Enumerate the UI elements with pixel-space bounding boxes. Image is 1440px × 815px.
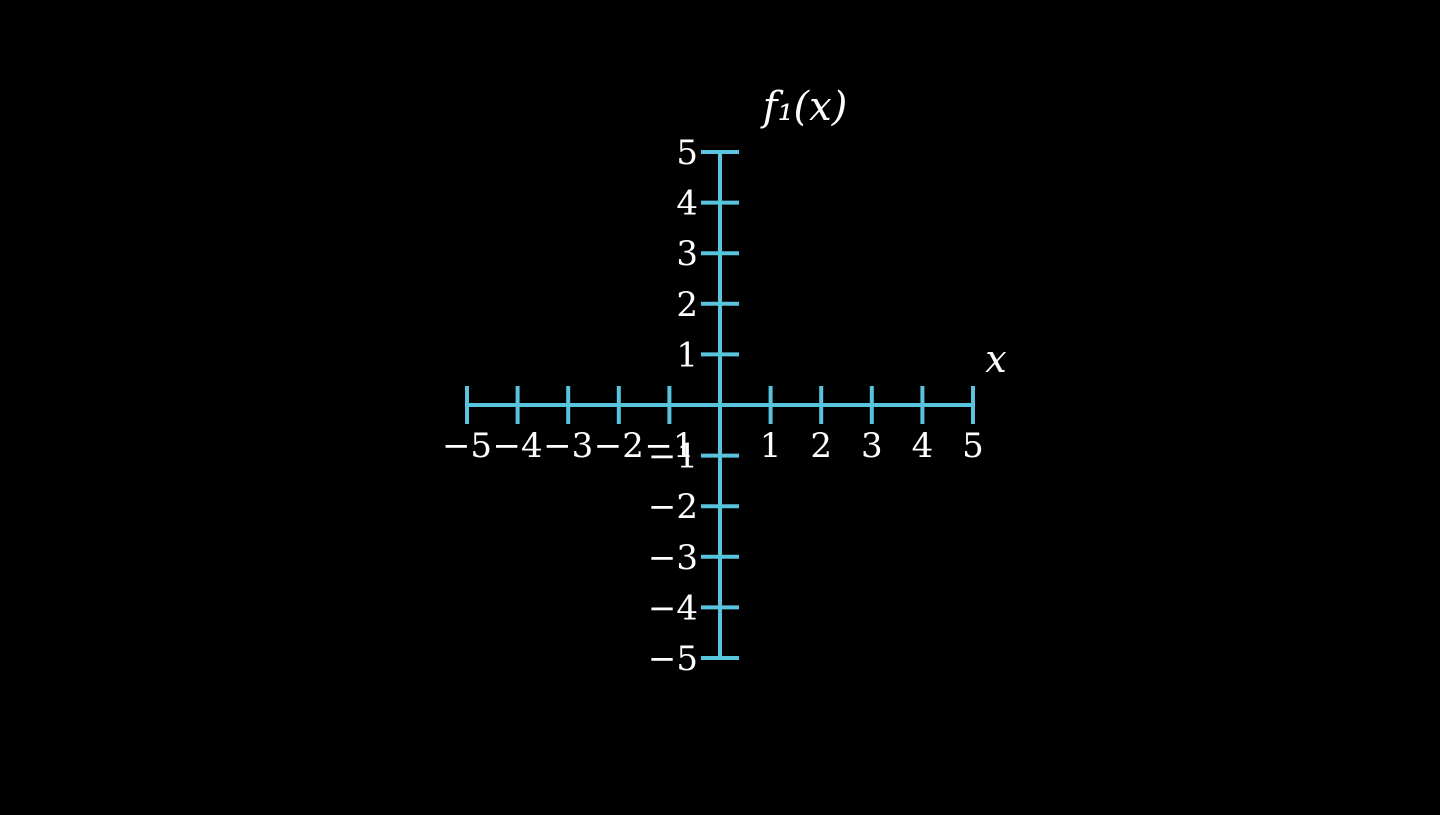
x-tick-label: 1 [760, 426, 782, 466]
x-tick-label: −4 [493, 426, 543, 466]
y-tick-label: 5 [676, 133, 698, 173]
y-axis-label: f₁(x) [760, 84, 848, 130]
axes-layer [467, 152, 973, 658]
x-tick-label: −2 [594, 426, 644, 466]
y-tick-label: −4 [648, 588, 698, 628]
y-tick-label: −5 [648, 639, 698, 679]
y-tick-label: −2 [648, 487, 698, 527]
x-tick-label: 4 [912, 426, 934, 466]
x-tick-label: 5 [962, 426, 984, 466]
y-tick-label: 3 [676, 234, 698, 274]
x-tick-label: −1 [644, 426, 694, 466]
x-tick-label: −3 [543, 426, 593, 466]
y-tick-label: −1 [648, 437, 698, 477]
y-tick-label: −3 [648, 538, 698, 578]
y-tick-label: 1 [676, 335, 698, 375]
x-axis-label: x [985, 337, 1006, 381]
ticks-layer [465, 150, 975, 660]
x-tick-label: −5 [442, 426, 492, 466]
y-tick-label: 4 [676, 184, 698, 224]
x-tick-label: 2 [810, 426, 832, 466]
y-tick-label: 2 [676, 285, 698, 325]
x-tick-label: 3 [861, 426, 883, 466]
